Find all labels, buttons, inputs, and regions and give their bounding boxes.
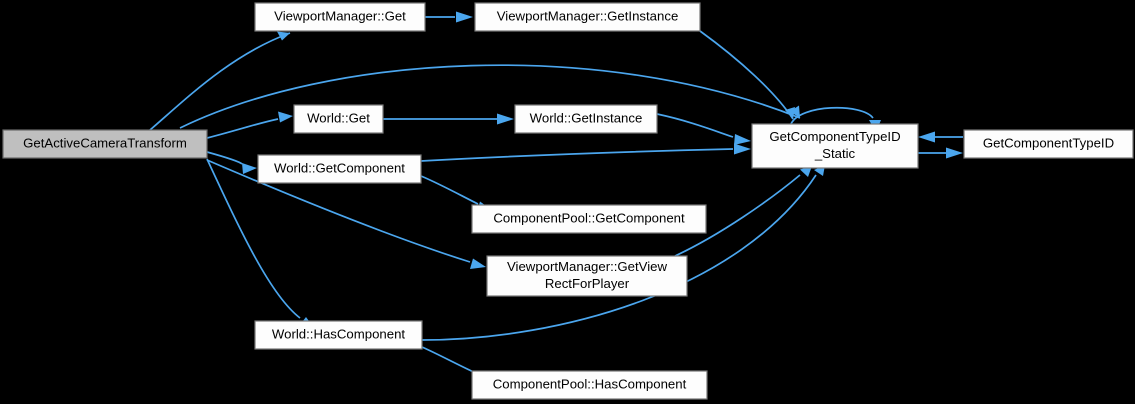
node-box[interactable] [471, 370, 708, 400]
node-box[interactable] [474, 2, 701, 32]
node-viewportmanager_get[interactable]: ViewportManager::Get [254, 2, 426, 32]
edge-line [179, 64, 801, 129]
arrowhead-icon [242, 163, 257, 174]
arrowhead-icon [734, 143, 751, 155]
node-box[interactable] [257, 154, 422, 184]
arrowhead-icon [800, 166, 812, 177]
arrowhead-icon [277, 31, 290, 41]
node-box[interactable] [293, 104, 384, 134]
edge-line [206, 159, 471, 263]
edge-get_active_camera_transform-to-viewportmanager_get [149, 31, 291, 131]
edge-line [699, 30, 794, 120]
arrowhead-icon [946, 147, 963, 159]
node-get_active_camera_transform[interactable]: GetActiveCameraTransform [2, 129, 208, 159]
edge-line [790, 106, 874, 125]
edge-world_hascomponent-to-getcomponenttypeid_static [421, 165, 825, 341]
node-world_get[interactable]: World::Get [293, 104, 384, 134]
arrowhead-icon [734, 134, 751, 145]
edge-line [206, 158, 301, 319]
edge-line [206, 118, 279, 139]
node-world_getinstance[interactable]: World::GetInstance [514, 104, 658, 134]
node-box[interactable] [254, 320, 423, 350]
node-box[interactable] [963, 129, 1134, 159]
node-componentpool_getcomponent[interactable]: ComponentPool::GetComponent [471, 204, 707, 234]
arrowhead-icon [785, 107, 795, 119]
arrowhead-icon [278, 111, 293, 123]
edge-viewportmanager_get-to-viewportmanager_getinstance [425, 11, 473, 23]
node-getcomponenttypeid_static[interactable]: GetComponentTypeID_Static [751, 123, 919, 169]
edge-line [149, 32, 291, 131]
edge-get_active_camera_transform-to-world_get [206, 111, 293, 139]
node-viewportmanager_getinstance[interactable]: ViewportManager::GetInstance [474, 2, 701, 32]
node-box[interactable] [2, 129, 208, 159]
node-box[interactable] [751, 123, 919, 169]
edge-line [674, 174, 801, 257]
edge-line [421, 174, 817, 341]
node-world_getcomponent[interactable]: World::GetComponent [257, 154, 422, 184]
node-getcomponenttypeid[interactable]: GetComponentTypeID [963, 129, 1134, 159]
edge-line [420, 148, 734, 162]
edge-line [206, 151, 243, 165]
edge-line [421, 346, 479, 375]
arrowhead-icon [497, 113, 514, 125]
arrowhead-icon [470, 258, 486, 269]
edge-getcomponenttypeid_static-to-getcomponenttypeid [918, 147, 963, 159]
node-world_hascomponent[interactable]: World::HasComponent [254, 320, 423, 350]
node-box[interactable] [486, 255, 688, 297]
arrowhead-icon [456, 11, 473, 23]
edge-world_getinstance-to-getcomponenttypeid_static [656, 113, 751, 145]
edge-world_get-to-world_getinstance [383, 113, 514, 125]
edge-get_active_camera_transform-to-viewportmanager_getviewrectforplayer [206, 159, 486, 269]
edge-getcomponenttypeid-to-getcomponenttypeid_static [918, 131, 963, 143]
node-box[interactable] [254, 2, 426, 32]
edge-line [656, 113, 734, 138]
edge-get_active_camera_transform-to-getcomponenttypeid_static [179, 64, 801, 129]
node-box[interactable] [514, 104, 658, 134]
arrowhead-icon [918, 131, 935, 143]
edge-get_active_camera_transform-to-world_getcomponent [206, 151, 257, 174]
edge-viewportmanager_getviewrectforplayer-to-getcomponenttypeid_static [674, 166, 812, 257]
edges-layer [149, 11, 963, 382]
edge-line [420, 175, 479, 205]
edge-viewportmanager_getinstance-to-getcomponenttypeid_static [699, 30, 795, 120]
node-box[interactable] [471, 204, 707, 234]
node-componentpool_hascomponent[interactable]: ComponentPool::HasComponent [471, 370, 708, 400]
edge-world_getcomponent-to-getcomponenttypeid_static [420, 143, 751, 162]
edge-get_active_camera_transform-to-world_hascomponent [206, 158, 314, 328]
arrowhead-icon [790, 105, 800, 118]
